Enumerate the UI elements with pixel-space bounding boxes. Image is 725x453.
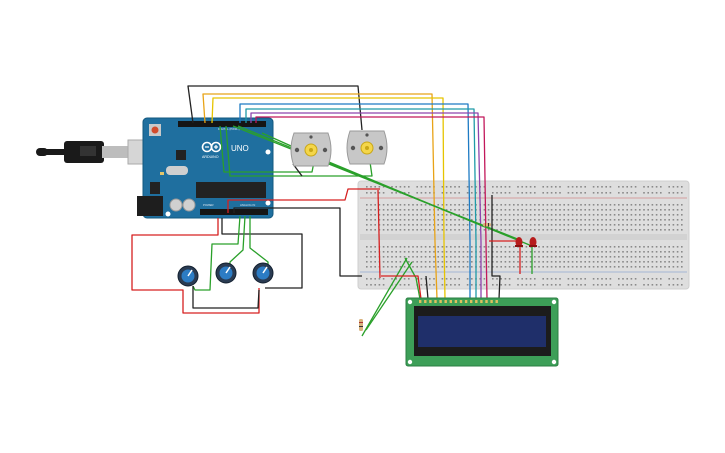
dc-motor-icon[interactable] [346,130,388,165]
crystal [166,166,188,175]
atmega-chip [196,182,266,198]
wire-red-pots[interactable] [131,218,260,314]
capacitor [169,198,183,212]
regulator-chip [150,182,160,194]
breadboard-center-channel [360,234,687,240]
wire-blue[interactable] [239,103,471,299]
wire-teal[interactable] [245,108,477,299]
board-brand-label: ARDUINO [202,155,219,159]
wire-orange[interactable] [202,93,438,300]
board-model-label: UNO [231,144,249,153]
capacitor [182,198,196,212]
wire-black-lcd[interactable] [425,275,429,300]
wire-green-lcd-3[interactable] [404,257,421,300]
lcd-screen [418,316,546,347]
mounting-hole [165,211,171,217]
led-icon[interactable] [529,237,537,247]
onboard-led [160,172,164,175]
wire-green-lcd-1[interactable] [361,257,408,337]
power-header-label: POWER [203,203,214,207]
arduino-board[interactable]: UNO ARDUINO DIGITAL (PWM~) POWER ANALOG … [36,117,274,219]
potentiometer-icon[interactable] [252,262,274,284]
wire-yellow[interactable] [211,97,446,300]
wire-green-lcd-2[interactable] [365,261,413,331]
wire-red-lcd[interactable] [381,275,422,300]
wire-red-rail[interactable] [377,189,381,279]
dc-motor-icon[interactable] [290,132,332,167]
wire-black-bb-right[interactable] [491,195,501,300]
wire-purple[interactable] [250,112,482,299]
breadboard-holes [366,186,683,286]
mounting-hole [265,149,271,155]
wire-black-top[interactable] [187,85,363,131]
resistor-icon[interactable] [359,319,363,331]
led-icon[interactable] [515,237,523,247]
potentiometer-icon[interactable] [177,265,199,287]
digital-header[interactable] [178,121,266,127]
usb-chip [176,150,186,160]
wire-pink[interactable] [255,116,488,300]
wire-black-pots[interactable] [221,218,303,289]
resistor-icon[interactable] [483,223,491,227]
breadboard[interactable] [357,180,690,290]
potentiometer-icon[interactable] [215,262,237,284]
lcd-icon[interactable] [405,297,559,367]
wire-black-pot-gnd[interactable] [192,286,260,309]
lcd-pins [419,300,498,303]
power-jack [137,196,163,216]
wire-green-pot-1[interactable] [192,215,241,291]
wire-red-5v[interactable] [227,188,380,213]
wire-black-gnd[interactable] [233,207,362,277]
analog-header-label: ANALOG IN [240,203,255,207]
arduino-logo-icon [201,141,222,153]
wire-green-motor[interactable] [219,125,315,173]
digital-header-label: DIGITAL (PWM~) [218,127,240,131]
mounting-hole [265,200,271,206]
wire-green-motor-2[interactable] [225,125,373,177]
